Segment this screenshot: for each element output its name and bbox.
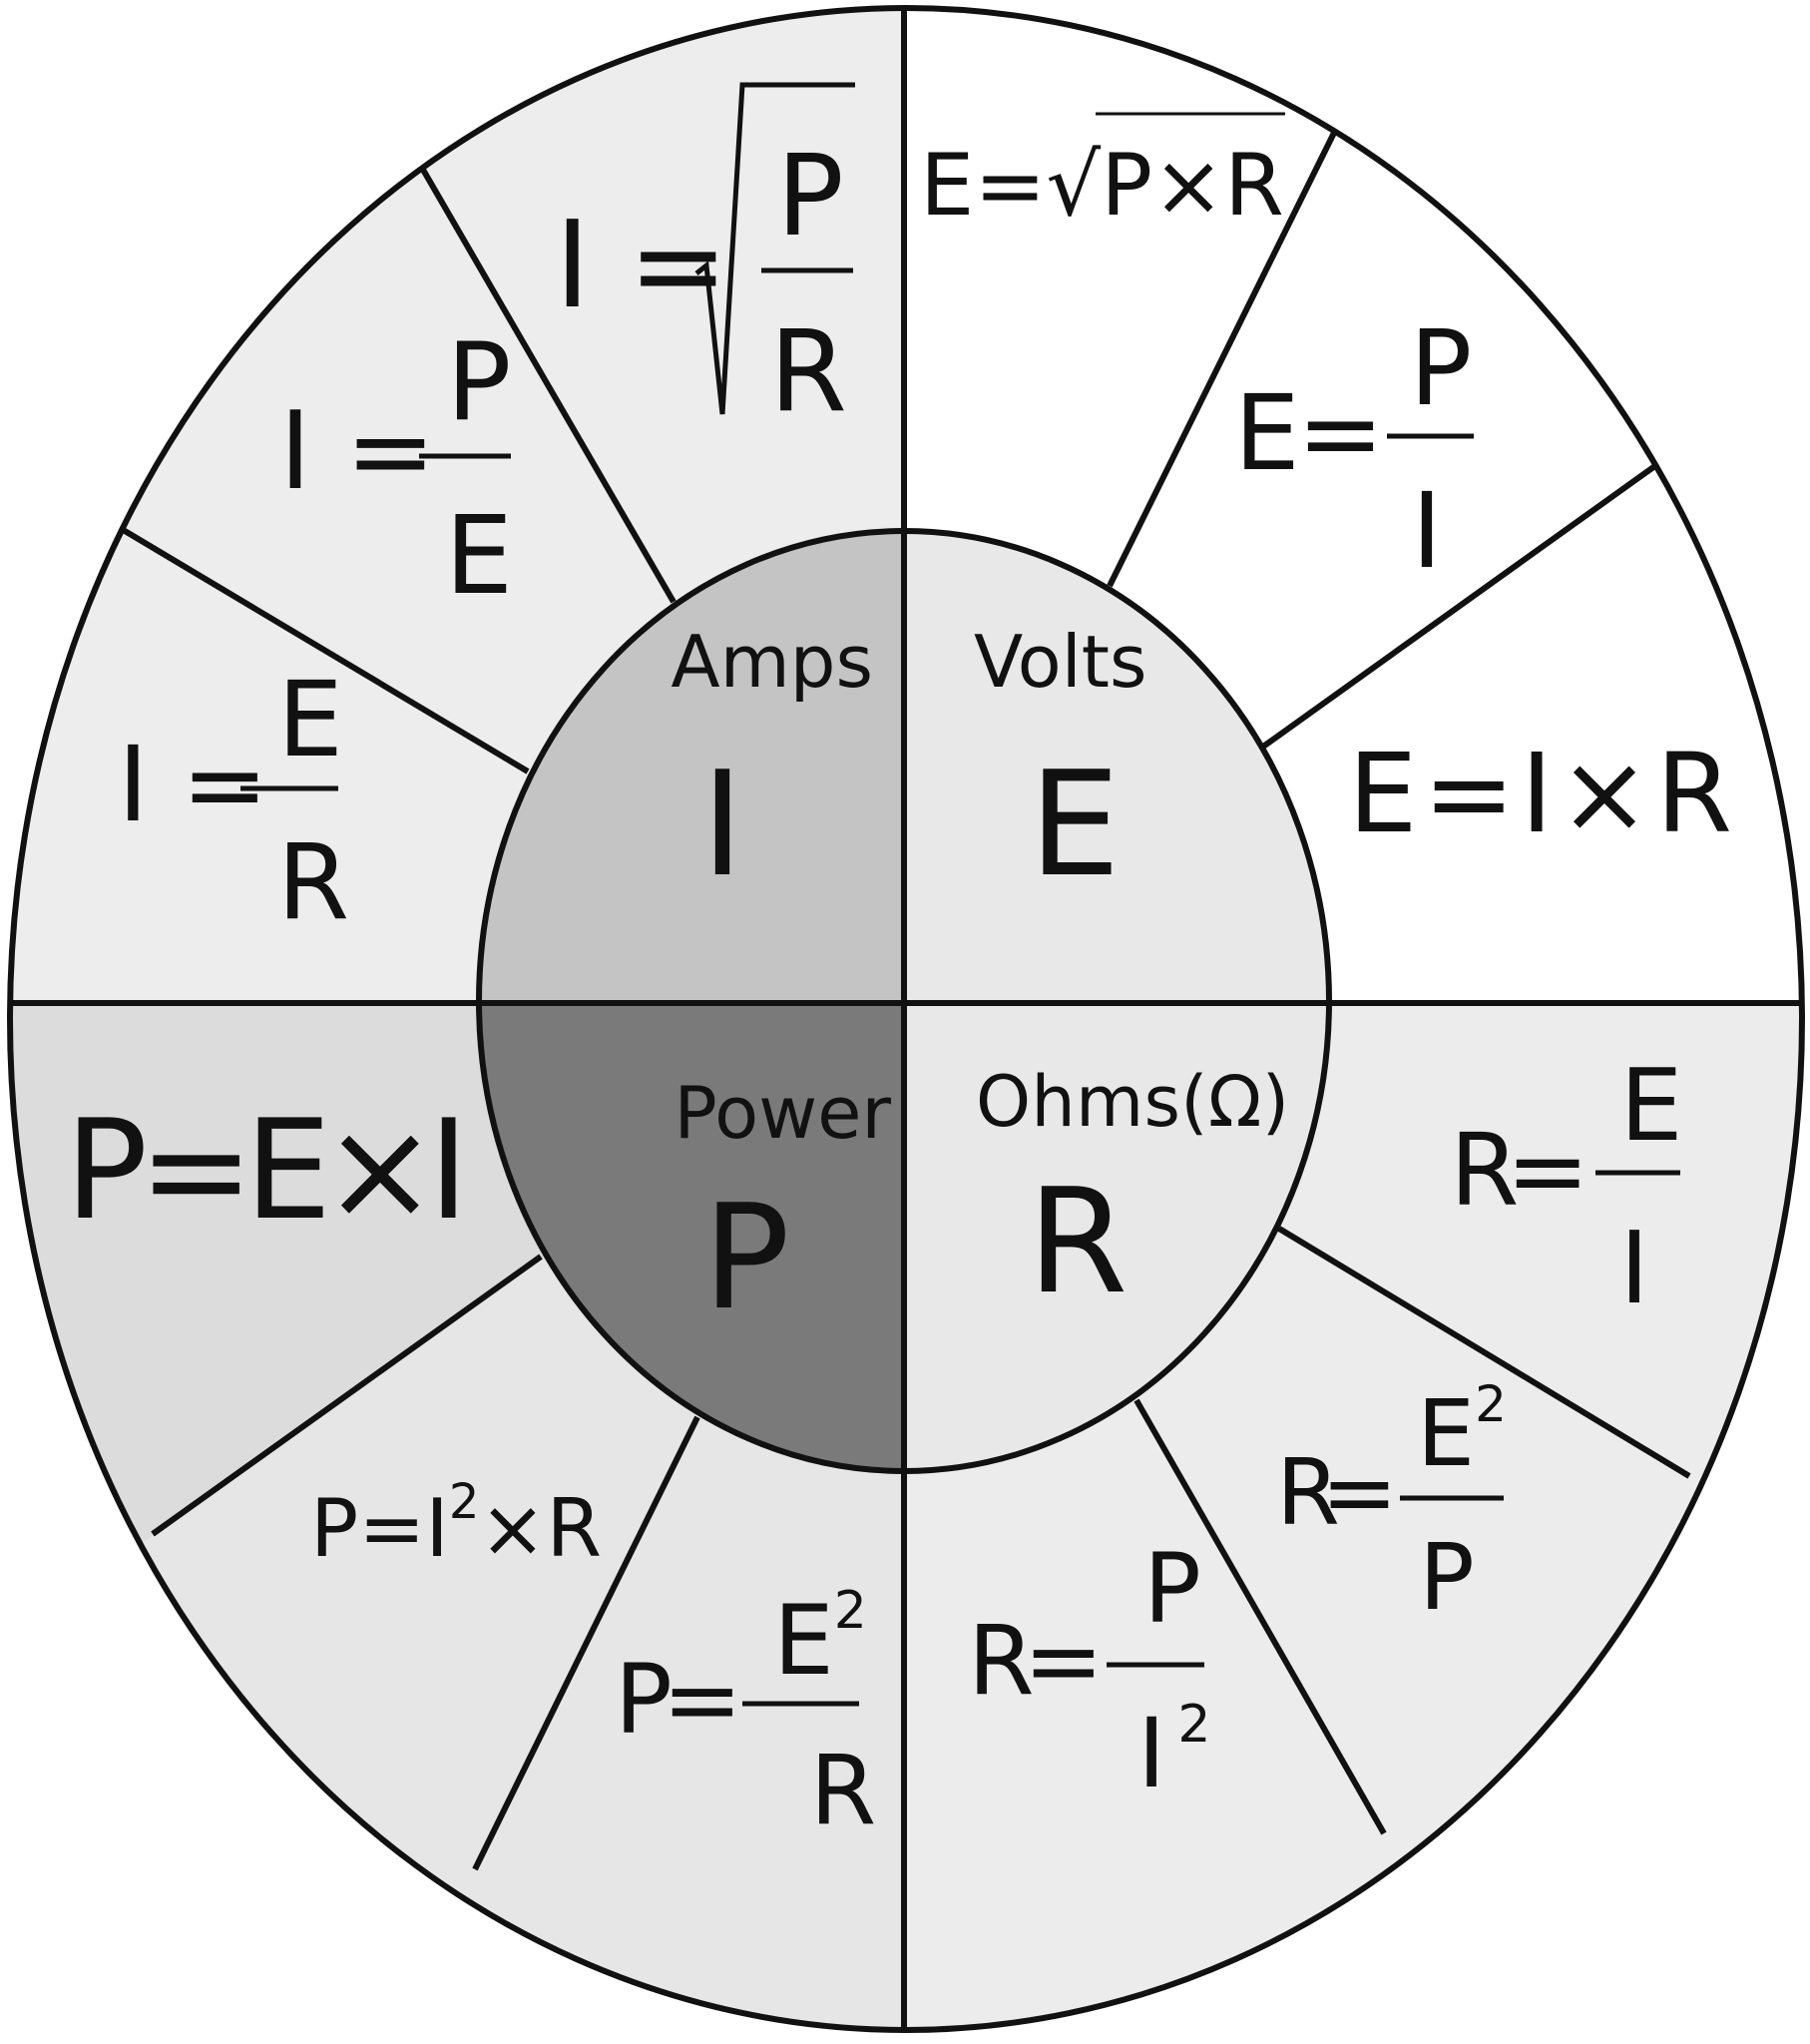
numerator: E2: [773, 1581, 867, 1697]
amps-label: Amps: [671, 620, 873, 704]
formula-e-i-times-r: E=I×R: [1348, 730, 1732, 857]
formula-r-e2-over-p: R= E2 P: [1276, 1375, 1507, 1631]
formula-r-e-over-i: R= E I: [1450, 1047, 1683, 1326]
numerator: P: [776, 132, 844, 261]
volts-symbol: E: [1029, 741, 1121, 909]
formula-p-i2-times-r: P=I2×R: [310, 1474, 602, 1575]
formula-p-e2-over-r: P= E2 R: [615, 1581, 876, 1846]
exponent: 2: [1177, 1695, 1210, 1755]
rhs: ×R: [479, 1482, 602, 1575]
numerator: E: [277, 659, 343, 780]
power-label: Power: [674, 1071, 891, 1155]
lhs: I =: [279, 389, 436, 514]
ohms-label: Ohms(Ω): [976, 1061, 1289, 1143]
denominator: P: [1419, 1524, 1474, 1631]
lhs: R=: [968, 1605, 1104, 1717]
formula-text: E=√P×R: [920, 136, 1284, 236]
numerator-base: E: [773, 1585, 834, 1697]
inner-circle-outline: [476, 528, 1332, 1474]
lhs: I =: [118, 724, 268, 845]
numerator: E2: [1417, 1375, 1507, 1487]
numerator-base: E: [1417, 1380, 1475, 1487]
lhs: E=: [920, 136, 1046, 236]
numerator: E: [1619, 1047, 1682, 1164]
numerator: P: [1143, 1533, 1201, 1645]
denominator: E: [445, 494, 513, 619]
lhs: R=: [1450, 1112, 1589, 1229]
radical-sign: √: [1046, 136, 1101, 236]
denominator: R: [277, 821, 349, 943]
lhs: P=: [615, 1644, 742, 1756]
volts-label: Volts: [974, 620, 1146, 704]
outer-circle-outline: [7, 5, 1805, 2033]
formula-i-e-over-r: I = E R: [118, 659, 349, 943]
amps-symbol: I: [701, 741, 744, 909]
exponent: 2: [1475, 1375, 1507, 1433]
lhs: E =: [1234, 372, 1384, 494]
power-symbol: P: [702, 1174, 789, 1342]
formula-i-sqrt-p-over-r: I = P R: [555, 82, 855, 437]
denominator: I: [1412, 470, 1443, 592]
exponent: 2: [834, 1581, 867, 1641]
numerator: P: [1410, 307, 1473, 429]
lhs: I =: [555, 197, 728, 335]
lhs: R=: [1276, 1439, 1398, 1546]
lhs: P=I: [310, 1482, 449, 1575]
formula-p-e-times-i: P=E×I: [65, 1090, 469, 1251]
formula-e-p-over-i: E = P I: [1234, 307, 1474, 592]
denominator: I: [1619, 1210, 1649, 1326]
numerator: P: [446, 320, 511, 445]
radicand: P×R: [1101, 136, 1284, 236]
denominator: R: [810, 1735, 877, 1846]
ohms-symbol: R: [1028, 1158, 1129, 1326]
exponent: 2: [449, 1474, 480, 1530]
denominator: R: [769, 307, 847, 437]
formula-i-p-over-e: I = P E: [279, 320, 513, 619]
divider-lines: [7, 5, 1805, 2033]
radical-sign: [694, 82, 855, 415]
denominator-base: I: [1137, 1698, 1165, 1809]
formula-e-sqrt-p-times-r: E=√P×R: [920, 112, 1285, 236]
